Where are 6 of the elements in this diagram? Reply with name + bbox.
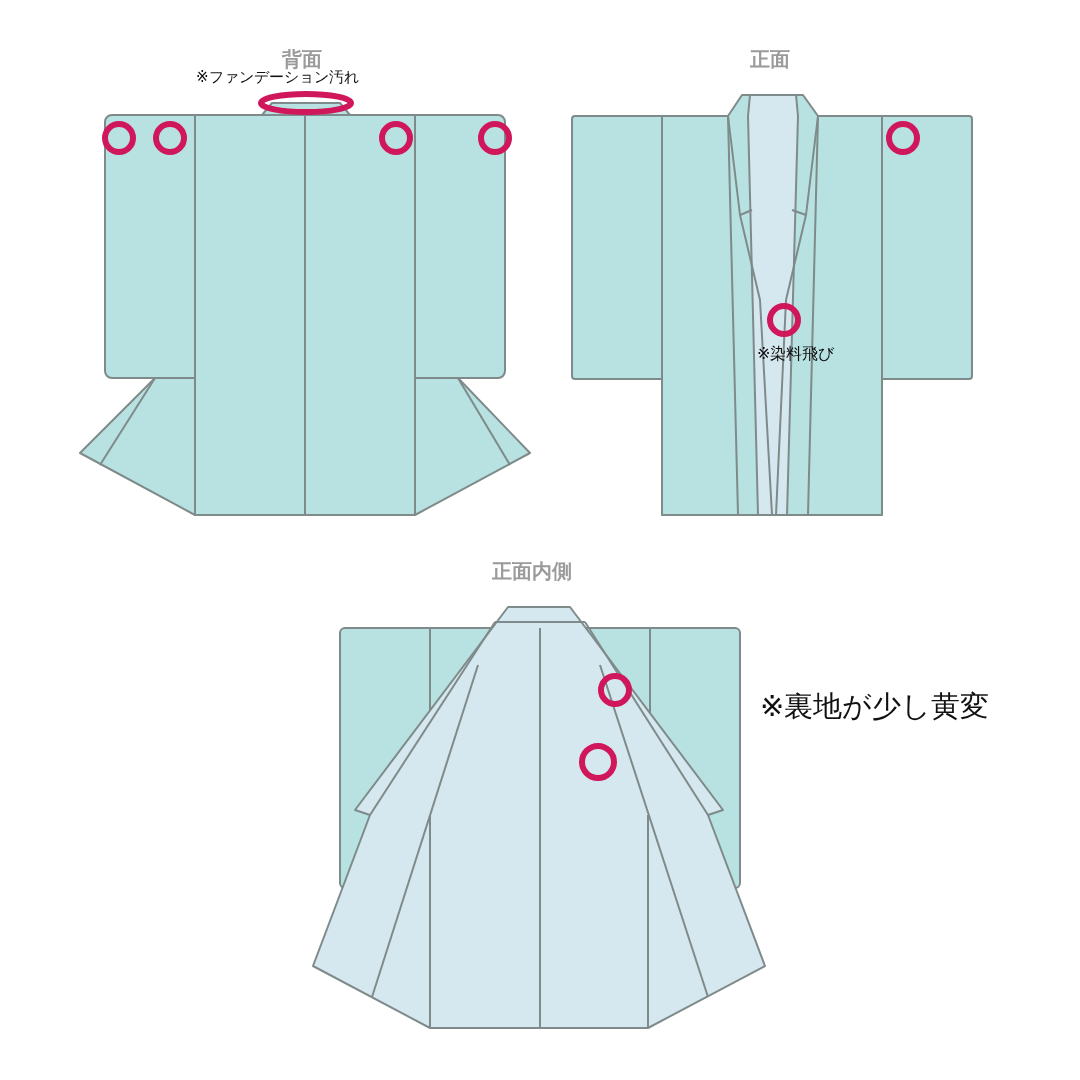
note-text: ※裏地が少し黄変 bbox=[760, 692, 990, 721]
view-heading: 背面 bbox=[282, 49, 322, 69]
note-text: ※ファンデーション汚れ bbox=[196, 70, 359, 85]
view-heading: 正面内側 bbox=[492, 561, 572, 581]
view-heading: 正面 bbox=[750, 49, 790, 69]
note-text: ※染料飛び bbox=[757, 346, 835, 362]
